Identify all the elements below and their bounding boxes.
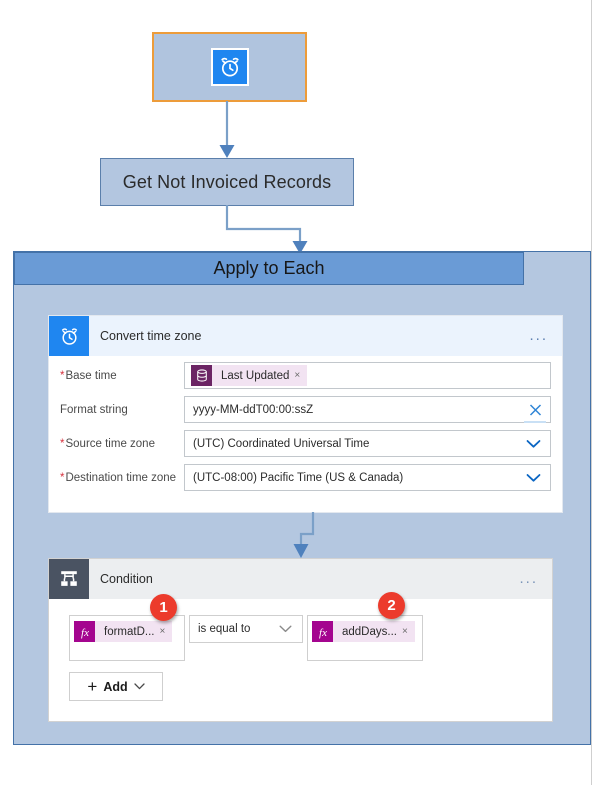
trigger-node[interactable] <box>152 32 307 102</box>
field-row-destination-time-zone: *Destination time zone (UTC-08:00) Pacif… <box>60 464 551 491</box>
overflow-menu-icon[interactable]: ... <box>529 327 548 344</box>
chevron-down-icon[interactable] <box>526 473 541 482</box>
field-label-source-time-zone: *Source time zone <box>60 437 155 450</box>
svg-text:fx: fx <box>81 627 89 639</box>
chevron-down-icon[interactable] <box>279 625 292 633</box>
card-title: Condition <box>100 572 153 586</box>
field-row-base-time: *Base time Last Updated × <box>60 362 551 389</box>
plus-icon: + <box>87 677 98 696</box>
connector-convert-to-condition <box>290 512 325 560</box>
field-label-format-string: Format string <box>60 403 128 416</box>
function-icon: fx <box>312 621 333 642</box>
condition-row: fx formatD... × is equal to <box>69 615 552 661</box>
overflow-menu-icon[interactable]: ... <box>519 570 538 587</box>
field-row-source-time-zone: *Source time zone (UTC) Coordinated Univ… <box>60 430 551 457</box>
add-button-label: Add <box>103 679 128 694</box>
source-time-zone-value: (UTC) Coordinated Universal Time <box>193 437 370 450</box>
token-add-days[interactable]: fx addDays... × <box>312 621 415 642</box>
token-remove-icon[interactable]: × <box>401 626 408 637</box>
token-remove-icon[interactable]: × <box>159 626 166 637</box>
chevron-down-icon[interactable] <box>133 683 145 690</box>
card-header-convert-time-zone[interactable]: Convert time zone ... <box>49 316 562 356</box>
required-indicator: * <box>60 369 65 382</box>
token-label: Last Updated <box>221 369 290 382</box>
required-indicator: * <box>60 471 65 484</box>
callout-badge-2: 2 <box>378 592 405 619</box>
condition-right-operand-input[interactable]: fx addDays... × <box>307 615 423 661</box>
page-edge-rule <box>591 0 592 785</box>
field-label-destination-time-zone: *Destination time zone <box>60 471 177 484</box>
destination-time-zone-dropdown[interactable]: (UTC-08:00) Pacific Time (US & Canada) <box>184 464 551 491</box>
action-get-not-invoiced-records[interactable]: Get Not Invoiced Records <box>100 158 354 206</box>
condition-left-operand-input[interactable]: fx formatD... × <box>69 615 185 661</box>
alarm-clock-icon <box>49 316 89 356</box>
token-label: formatD... <box>104 625 155 638</box>
scope-header[interactable]: Apply to Each <box>14 252 524 285</box>
scope-title: Apply to Each <box>213 258 325 278</box>
format-string-input[interactable]: yyyy-MM-ddT00:00:ssZ <box>184 396 551 423</box>
add-condition-button[interactable]: + Add <box>69 672 163 701</box>
field-label-base-time: *Base time <box>60 369 117 382</box>
field-row-format-string: Format string yyyy-MM-ddT00:00:ssZ <box>60 396 551 423</box>
database-icon <box>191 365 212 386</box>
function-icon: fx <box>74 621 95 642</box>
token-last-updated[interactable]: Last Updated × <box>191 365 308 386</box>
card-body-condition: fx formatD... × is equal to <box>49 599 552 701</box>
callout-badge-1: 1 <box>150 594 177 621</box>
condition-operator-dropdown[interactable]: is equal to <box>189 615 303 643</box>
connector-records-to-scope <box>210 205 320 255</box>
source-time-zone-dropdown[interactable]: (UTC) Coordinated Universal Time <box>184 430 551 457</box>
destination-time-zone-value: (UTC-08:00) Pacific Time (US & Canada) <box>193 471 404 484</box>
card-title: Convert time zone <box>100 329 202 343</box>
svg-text:fx: fx <box>319 627 327 639</box>
action-card-convert-time-zone[interactable]: Convert time zone ... *Base time Last <box>48 315 563 513</box>
close-icon[interactable] <box>529 403 542 416</box>
condition-operator-value: is equal to <box>198 623 251 635</box>
alarm-clock-icon <box>210 48 249 86</box>
condition-branch-icon <box>49 559 89 599</box>
clear-underline <box>524 421 546 423</box>
token-remove-icon[interactable]: × <box>294 370 301 381</box>
connector-trigger-to-records <box>214 101 240 161</box>
required-indicator: * <box>60 437 65 450</box>
token-label: addDays... <box>342 625 397 638</box>
format-string-value: yyyy-MM-ddT00:00:ssZ <box>193 403 314 416</box>
token-format-date[interactable]: fx formatD... × <box>74 621 173 642</box>
action-card-condition[interactable]: Condition ... fx formatD... × is equal <box>48 558 553 722</box>
card-header-condition[interactable]: Condition ... <box>49 559 552 599</box>
action-label: Get Not Invoiced Records <box>122 171 332 192</box>
base-time-input[interactable]: Last Updated × <box>184 362 551 389</box>
card-body-convert-time-zone: *Base time Last Updated × <box>49 356 562 508</box>
chevron-down-icon[interactable] <box>526 439 541 448</box>
